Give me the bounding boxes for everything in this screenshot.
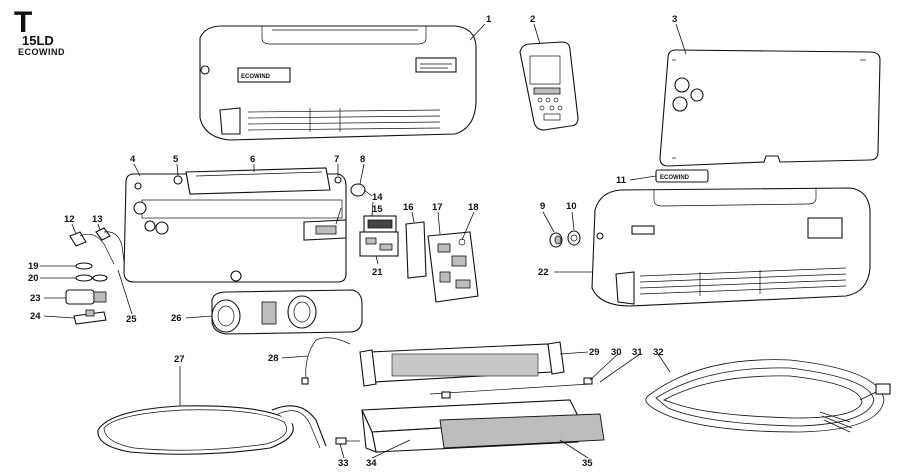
leader-lines — [40, 23, 687, 459]
part-3-rear-panel — [659, 49, 881, 167]
callout-20: 20 — [28, 273, 39, 284]
callout-16: 16 — [403, 202, 414, 213]
callout-21: 21 — [372, 267, 383, 278]
part-16-insulation-plate — [405, 221, 427, 279]
part-7-clip — [334, 176, 342, 184]
callout-35: 35 — [582, 458, 593, 469]
callout-14: 14 — [372, 192, 383, 203]
callout-19: 19 — [28, 261, 39, 272]
header-model: 15LD — [22, 33, 54, 48]
callout-33: 33 — [338, 458, 349, 469]
callout-30: 30 — [611, 347, 622, 358]
callout-24: 24 — [30, 311, 41, 322]
part-23-valve — [65, 289, 107, 305]
callout-18: 18 — [468, 202, 479, 213]
callout-26: 26 — [171, 313, 182, 324]
part-2-remote-control — [519, 41, 579, 131]
part-19-washer — [75, 262, 93, 270]
callout-11: 11 — [616, 175, 627, 186]
part-1-front-cover: ECOWIND — [199, 25, 477, 141]
header-letter: T — [14, 6, 32, 39]
part-24-bracket — [73, 309, 107, 325]
part-13-pipe — [95, 227, 125, 263]
part-11-logo-badge: ECOWIND — [655, 169, 709, 183]
callout-22: 22 — [538, 267, 549, 278]
part-14-display-bracket — [303, 219, 347, 241]
callout-12: 12 — [64, 214, 75, 225]
callouts: 1 2 3 4 5 6 7 8 9 10 11 12 13 14 15 16 1… — [28, 14, 677, 469]
callout-10: 10 — [566, 201, 577, 212]
callout-28: 28 — [268, 353, 279, 364]
callout-23: 23 — [30, 293, 41, 304]
part-26-blower — [211, 289, 363, 335]
callout-31: 31 — [632, 347, 643, 358]
header-brand: ECOWIND — [18, 47, 65, 57]
part-27-hose-coil — [97, 405, 327, 455]
part-31-drain-hose — [429, 383, 591, 399]
callout-2: 2 — [530, 14, 535, 25]
callout-17: 17 — [432, 202, 443, 213]
front-cover-logo: ECOWIND — [241, 74, 271, 80]
part-32-wiring-harness — [645, 359, 891, 433]
callout-1: 1 — [486, 14, 492, 25]
part-22-side-cover — [591, 187, 871, 307]
part-15-display-module — [363, 215, 397, 233]
part-12-pipe — [69, 231, 115, 265]
callout-32: 32 — [653, 347, 664, 358]
part-21-control-board — [359, 231, 399, 257]
part-18-pcb — [427, 231, 479, 303]
callout-3: 3 — [672, 14, 677, 25]
part-35-filter — [439, 413, 605, 449]
callout-7: 7 — [334, 154, 339, 165]
badge-logo: ECOWIND — [660, 175, 690, 181]
callout-27: 27 — [174, 354, 185, 365]
callout-4: 4 — [130, 154, 136, 165]
part-28-sensor-cable — [301, 337, 351, 385]
callout-9: 9 — [540, 201, 545, 212]
callout-13: 13 — [92, 214, 103, 225]
part-6-top-rail — [185, 167, 331, 195]
part-33-screw — [335, 437, 360, 445]
callout-34: 34 — [366, 458, 377, 469]
callout-8: 8 — [360, 154, 365, 165]
part-20-washer — [75, 274, 108, 282]
part-9-knob — [549, 232, 563, 248]
callout-5: 5 — [173, 154, 179, 165]
part-8-sensor — [350, 183, 373, 197]
header: T 15LD ECOWIND — [14, 6, 65, 57]
callout-25: 25 — [126, 314, 137, 325]
part-4-chassis-frame — [123, 173, 347, 283]
callout-6: 6 — [250, 154, 255, 165]
callout-15: 15 — [372, 204, 383, 215]
part-10-knob — [567, 230, 581, 246]
part-29-heat-exchanger — [359, 341, 565, 387]
part-5-grommet — [173, 175, 183, 185]
callout-29: 29 — [589, 347, 600, 358]
